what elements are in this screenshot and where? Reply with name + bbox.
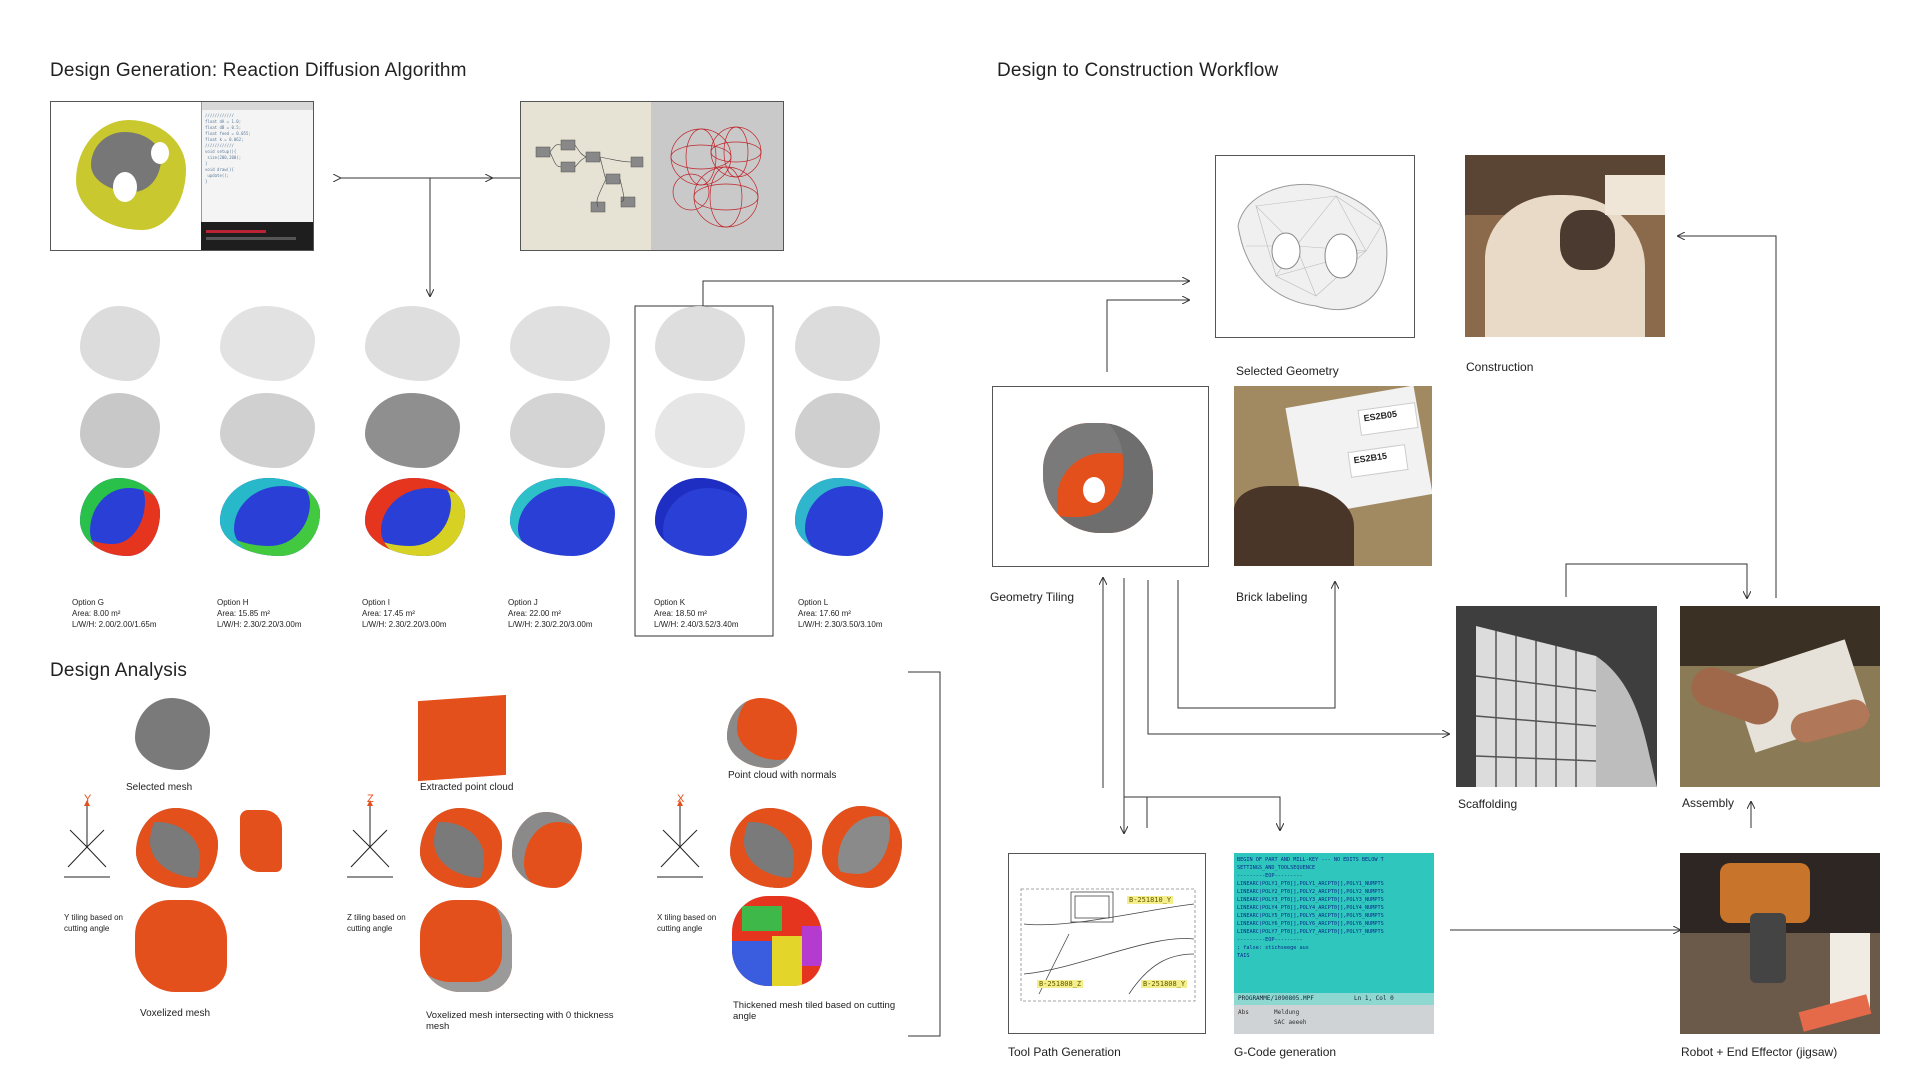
generation-heading: Design Generation: Reaction Diffusion Al… (50, 60, 467, 81)
y-tiled-fragment-render (240, 810, 282, 872)
gcode-listing: BEGIN OF PART AND MILL-KEY --- NO EDITS … (1237, 856, 1384, 960)
x-axis-diagram (657, 800, 703, 878)
code-screenshot: ////////////float dA = 1.0;float dB = 0.… (50, 101, 314, 251)
option-k-renders (655, 306, 747, 556)
gcode-line: TAIS (1237, 953, 1250, 959)
geometry-tiling-label: Geometry Tiling (990, 590, 1075, 604)
workflow-heading: Design to Construction Workflow (997, 60, 1279, 81)
tool-path-tag: B-251808_Y (1141, 980, 1188, 988)
tool-path-tag: B-251810_Y (1127, 896, 1174, 904)
robot-label: Robot + End Effector (jigsaw) (1681, 1045, 1838, 1059)
z-axis-label: Z (367, 793, 374, 805)
z-tiled-mesh-render (420, 808, 502, 888)
y-axis-label: Y (84, 793, 92, 805)
z-tiled-fragment-render (512, 812, 582, 888)
tool-path-image: B-251810_Y B-251808_Z B-251808_Y (1008, 853, 1206, 1034)
grasshopper-screenshot (520, 101, 784, 251)
gcode-line: LINEARC(POLY2_PT0[],POLY2_ARCPT0[],POLY2… (1237, 889, 1384, 895)
point-cloud-normals-label: Point cloud with normals (728, 770, 837, 781)
thickened-mesh-label: Thickened mesh tiled based on cutting an… (733, 1000, 896, 1022)
gcode-line: LINEARC(POLY7_PT0[],POLY7_ARCPT0[],POLY7… (1237, 929, 1384, 935)
z-axis-diagram (347, 800, 393, 878)
gcode-line: LINEARC(POLY6_PT0[],POLY6_ARCPT0[],POLY6… (1237, 921, 1384, 927)
assembly-label: Assembly (1682, 796, 1735, 810)
option-j-renders (510, 306, 615, 556)
scaffolding-label: Scaffolding (1458, 797, 1518, 811)
gcode-label: G-Code generation (1234, 1045, 1337, 1059)
gcode-line: LINEARC(POLY1_PT0[],POLY1_ARCPT0[],POLY1… (1237, 881, 1384, 887)
brick-labeling-photo: ES2B05 ES2B15 (1234, 386, 1432, 566)
gcode-line: BEGIN OF PART AND MILL-KEY --- NO EDITS … (1237, 857, 1384, 863)
code-editor: ////////////float dA = 1.0;float dB = 0.… (201, 102, 313, 222)
brick-labeling-label: Brick labeling (1236, 590, 1308, 604)
gcode-line: ---------EOP--------- (1237, 937, 1303, 943)
x-axis-label: X (677, 793, 685, 805)
point-cloud-normals-render (727, 698, 797, 768)
extracted-point-cloud-label: Extracted point cloud (420, 782, 514, 793)
gcode-message-panel: Abs Meldung SAC aeeeh (1234, 1005, 1434, 1034)
reaction-diffusion-preview (51, 102, 201, 250)
x-tiled-fragment-render (822, 806, 902, 888)
gcode-line: ; false: stichseege aus (1237, 945, 1309, 951)
geometry-tiling-image (992, 386, 1209, 567)
extracted-point-cloud-render (418, 694, 506, 782)
selected-geometry-label: Selected Geometry (1236, 364, 1339, 378)
x-tiled-mesh-render (730, 808, 812, 888)
gcode-line: LINEARC(POLY5_PT0[],POLY5_ARCPT0[],POLY5… (1237, 913, 1384, 919)
gcode-line: LINEARC(POLY3_PT0[],POLY3_ARCPT0[],POLY3… (1237, 897, 1384, 903)
construction-photo (1465, 155, 1665, 337)
design-options (60, 306, 920, 636)
gcode-line: LINEARC(POLY4_PT0[],POLY4_ARCPT0[],POLY4… (1237, 905, 1384, 911)
y-axis-diagram (64, 800, 110, 878)
voxelized-intersect-render (420, 900, 512, 992)
y-tiled-mesh-render (136, 808, 218, 888)
selected-geometry-image (1215, 155, 1415, 338)
gcode-status-bar: PROGRAMME/1090805.MPF Ln 1, Col 0 (1234, 993, 1434, 1005)
voxelized-mesh-label: Voxelized mesh (140, 1008, 211, 1019)
y-tiling-label: Y tiling based on cutting angle (64, 913, 124, 933)
gcode-screen: BEGIN OF PART AND MILL-KEY --- NO EDITS … (1234, 853, 1434, 1034)
node-canvas (521, 102, 651, 250)
voxelized-mesh-render (135, 900, 227, 992)
option-h-renders (220, 306, 320, 556)
robot-photo (1680, 853, 1880, 1034)
voxelized-intersect-label: Voxelized mesh intersecting with 0 thick… (426, 1010, 614, 1032)
gcode-line: ---------EOP--------- (1237, 873, 1303, 879)
z-tiling-label: Z tiling based on cutting angle (347, 913, 406, 933)
x-tiling-label: X tiling based on cutting angle (657, 913, 717, 933)
construction-label: Construction (1466, 360, 1534, 374)
thickened-mesh-render (732, 896, 822, 986)
wireframe-viewport (651, 102, 783, 250)
scaffolding-photo (1456, 606, 1657, 787)
option-l-renders (795, 306, 883, 556)
option-i-renders (365, 306, 465, 556)
tool-path-tag: B-251808_Z (1037, 980, 1084, 988)
code-console (201, 222, 313, 250)
gcode-line: SETTINGS_AND_TOOLSEQUENCE (1237, 865, 1316, 871)
selected-mesh-label: Selected mesh (126, 782, 193, 793)
assembly-photo (1680, 606, 1880, 787)
selected-mesh-render (135, 698, 210, 770)
analysis-heading: Design Analysis (50, 660, 188, 681)
option-g-renders (80, 306, 160, 556)
tool-path-label: Tool Path Generation (1008, 1045, 1121, 1059)
